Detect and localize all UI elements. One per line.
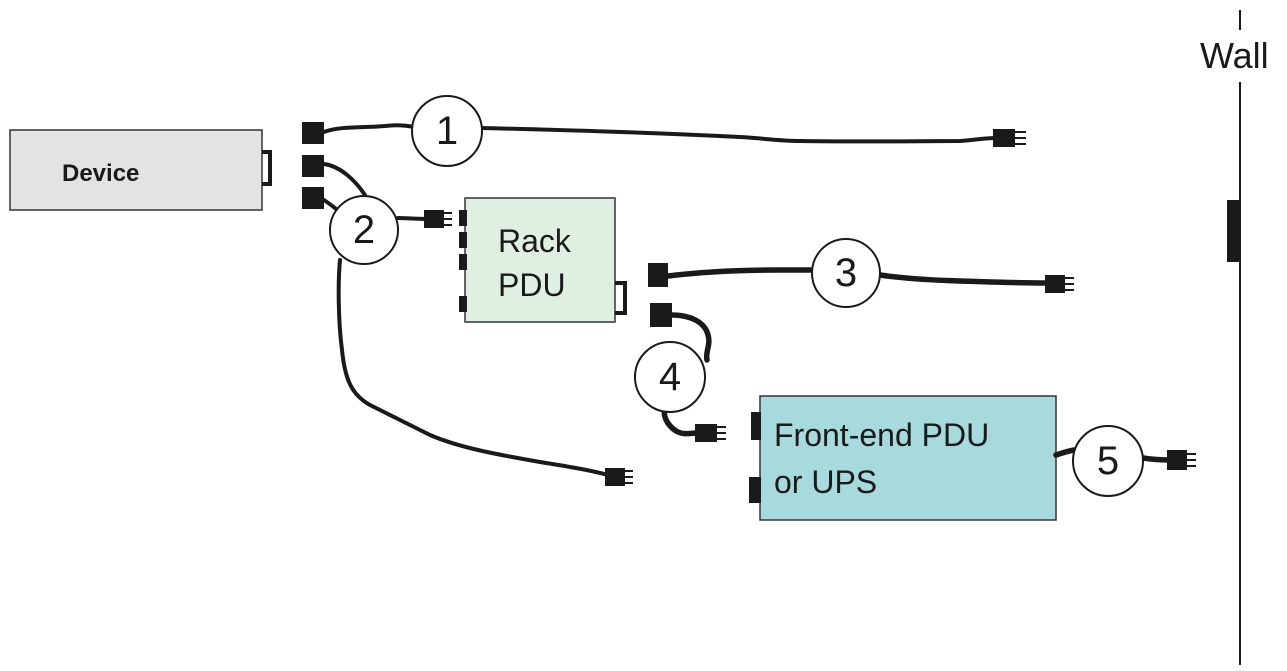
front-end-label-line-1: Front-end PDU [774, 417, 989, 453]
cable-4-pdu-plug [650, 303, 672, 327]
cable-4-prongs [717, 426, 726, 440]
cable-2a-prongs [444, 212, 452, 226]
cable-3-plug [1045, 275, 1065, 293]
front-end-outlet-1 [751, 412, 761, 440]
rack-pdu-box [464, 197, 616, 323]
device-label: Device [62, 160, 139, 187]
cable-3-number: 3 [835, 251, 857, 295]
cable-1-plug [993, 129, 1015, 147]
cable-3-prongs [1065, 277, 1074, 291]
cable-2-number: 2 [353, 208, 375, 252]
cable-2b-device-plug [302, 187, 324, 209]
rack-pdu-inlet [615, 281, 627, 315]
rack-pdu-label-line-1: Rack [498, 223, 572, 259]
cable-2-to-rack-pdu [322, 162, 427, 221]
cable-4-number: 4 [659, 355, 681, 399]
cable-5-prongs [1187, 453, 1196, 467]
rack-pdu-label-line-2: PDU [498, 267, 566, 303]
cable-3-marker [811, 238, 881, 308]
cable-3 [665, 267, 1048, 286]
wall-outlet [1227, 200, 1241, 262]
cable-2a-plug [424, 210, 444, 228]
cable-4-plug [695, 424, 717, 442]
front-end-pdu-ups: Front-end PDU or UPS [749, 395, 1057, 521]
cable-2-marker [329, 195, 399, 265]
cable-5-number: 5 [1097, 439, 1119, 483]
cable-1-number: 1 [436, 109, 458, 153]
wall-label: Wall [1200, 35, 1269, 76]
cable-5-marker [1072, 425, 1144, 497]
front-end-box [759, 395, 1057, 521]
cable-2b-plug [605, 468, 625, 486]
front-end-outlet-2 [749, 477, 761, 503]
rack-pdu-outlet-2 [459, 232, 467, 248]
device: Device [9, 129, 272, 211]
cable-3-pdu-plug [648, 263, 668, 287]
cable-4 [661, 312, 712, 437]
cable-2a-device-plug [302, 155, 324, 177]
cable-4-marker [634, 341, 706, 413]
cable-1 [322, 123, 997, 144]
cable-1-prongs [1015, 131, 1026, 145]
rack-pdu: Rack PDU [459, 197, 627, 323]
device-box [9, 129, 263, 211]
cable-5-plug [1167, 450, 1187, 470]
device-inlet [262, 150, 272, 186]
cable-1-device-plug [302, 122, 324, 144]
rack-pdu-outlet-4 [459, 296, 467, 312]
rack-pdu-outlet-3 [459, 254, 467, 270]
cable-1-marker [411, 95, 483, 167]
front-end-label-line-2: or UPS [774, 464, 877, 500]
rack-pdu-outlet-1 [459, 210, 467, 226]
cable-2b-prongs [625, 470, 633, 484]
